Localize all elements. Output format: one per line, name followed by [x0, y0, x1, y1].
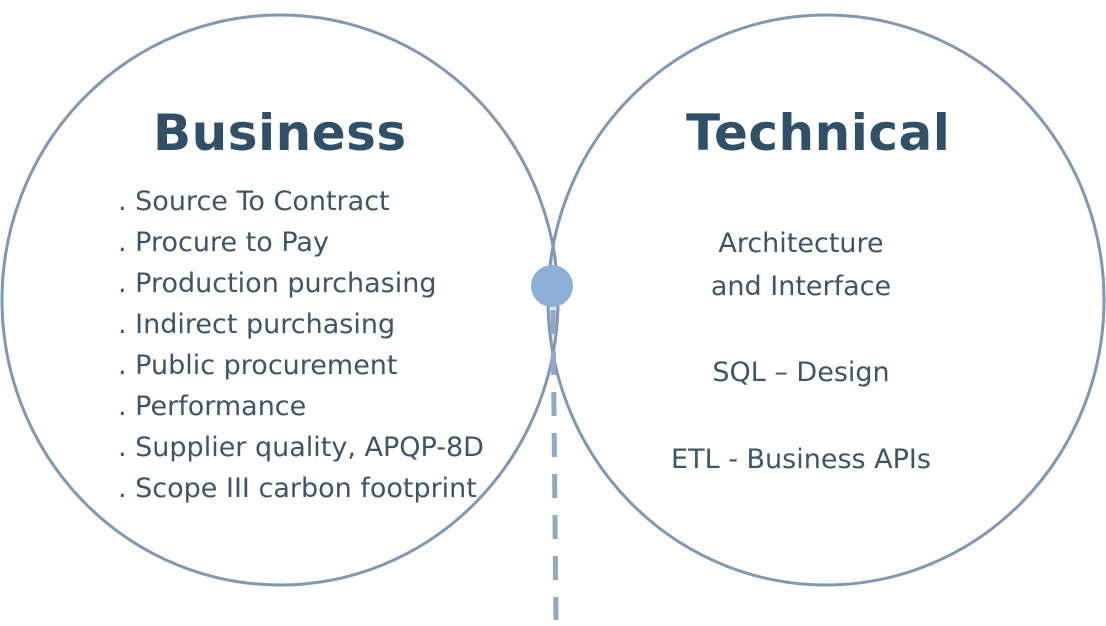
technical-item: and Interface	[710, 271, 892, 302]
business-item: . Public procurement	[118, 350, 398, 381]
business-item: . Supplier quality, APQP-8D	[118, 432, 484, 463]
business-title: Business	[153, 104, 407, 162]
business-item: . Procure to Pay	[118, 227, 329, 258]
business-item: . Indirect purchasing	[118, 309, 396, 340]
business-item: . Scope III carbon footprint	[118, 473, 477, 504]
business-item: . Production purchasing	[118, 268, 437, 299]
technical-item: ETL - Business APIs	[671, 444, 931, 475]
technical-title: Technical	[686, 104, 951, 162]
technical-item: Architecture	[718, 228, 884, 259]
intersection-dot	[531, 265, 573, 307]
technical-item: SQL – Design	[712, 357, 890, 388]
dashed-connector-line	[550, 309, 559, 621]
business-item: . Source To Contract	[118, 186, 390, 217]
business-item: . Performance	[118, 391, 307, 422]
